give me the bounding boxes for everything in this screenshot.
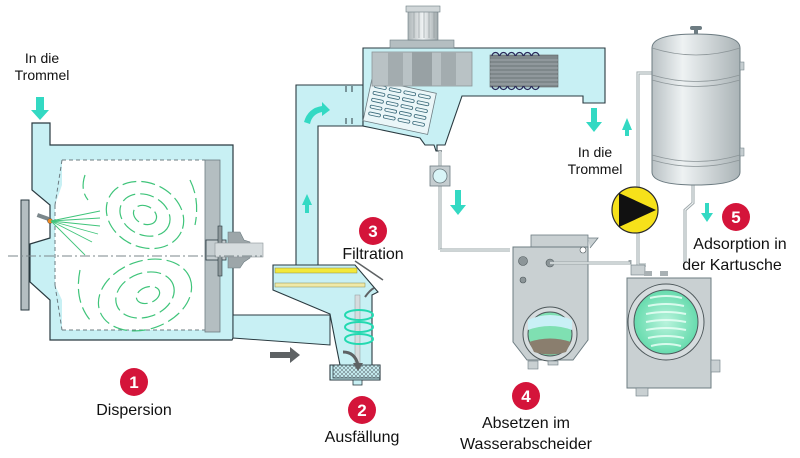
step-label: Absetzen im xyxy=(482,415,570,432)
step-number: 2 xyxy=(357,401,366,420)
step-label: Filtration xyxy=(342,246,403,263)
step-badge xyxy=(359,217,387,245)
inlet-label-line: Trommel xyxy=(568,161,623,177)
step-badge xyxy=(512,382,540,410)
inlet-label-left: In die Trommel xyxy=(15,50,70,83)
storage-tank xyxy=(636,26,745,267)
step-badge xyxy=(348,396,376,424)
step-3: 3 Filtration xyxy=(342,217,404,263)
step-number: 5 xyxy=(731,208,740,227)
inlet-arrow-icon xyxy=(31,97,49,120)
step-number: 3 xyxy=(368,222,377,241)
inlet-label-line: Trommel xyxy=(15,67,70,83)
down-arrow-icon xyxy=(450,190,466,215)
pump-icon xyxy=(619,193,656,227)
inlet-label-line: In die xyxy=(25,50,59,66)
swirl-particles xyxy=(77,174,198,332)
step-number: 4 xyxy=(521,387,531,406)
step-4: 4 Absetzen im Wasserabscheider xyxy=(460,382,593,453)
drum-housing xyxy=(8,97,264,341)
outlet-arrow-icon xyxy=(586,108,602,132)
fan-motor-icon xyxy=(389,5,455,49)
step-label: der Kartusche xyxy=(682,257,782,274)
filter-layer xyxy=(274,267,358,274)
step-5: 5 Adsorption in der Kartusche xyxy=(682,203,787,274)
step-label: Dispersion xyxy=(96,402,172,419)
fan-impeller xyxy=(371,51,473,87)
step-2: 2 Ausfällung xyxy=(325,396,400,446)
cyclone-spiral xyxy=(344,309,374,345)
circulation-pump xyxy=(611,186,659,234)
step-label: Ausfällung xyxy=(325,429,400,446)
up-arrow-icon xyxy=(302,194,312,213)
step-1: 1 Dispersion xyxy=(96,368,172,419)
duct-system xyxy=(232,5,632,386)
step-badge xyxy=(120,368,148,396)
curve-arrow-icon xyxy=(304,102,330,124)
inlet-label-line: In die xyxy=(578,144,612,160)
step-badge xyxy=(722,203,750,231)
return-arrow-icon xyxy=(622,118,632,136)
inlet-label-right: In die Trommel xyxy=(568,144,623,177)
lint-filter-panel xyxy=(362,79,437,135)
heat-exchanger xyxy=(489,51,559,91)
step-number: 1 xyxy=(129,373,138,392)
adsorption-cartridge xyxy=(626,264,721,397)
flow-arrow-icon xyxy=(270,347,300,363)
water-separator xyxy=(512,234,632,370)
step-label: Wasserabscheider xyxy=(460,436,593,453)
spray-jets xyxy=(50,210,101,256)
step-label: Adsorption in xyxy=(693,236,786,253)
down-arrow-icon xyxy=(701,203,713,222)
